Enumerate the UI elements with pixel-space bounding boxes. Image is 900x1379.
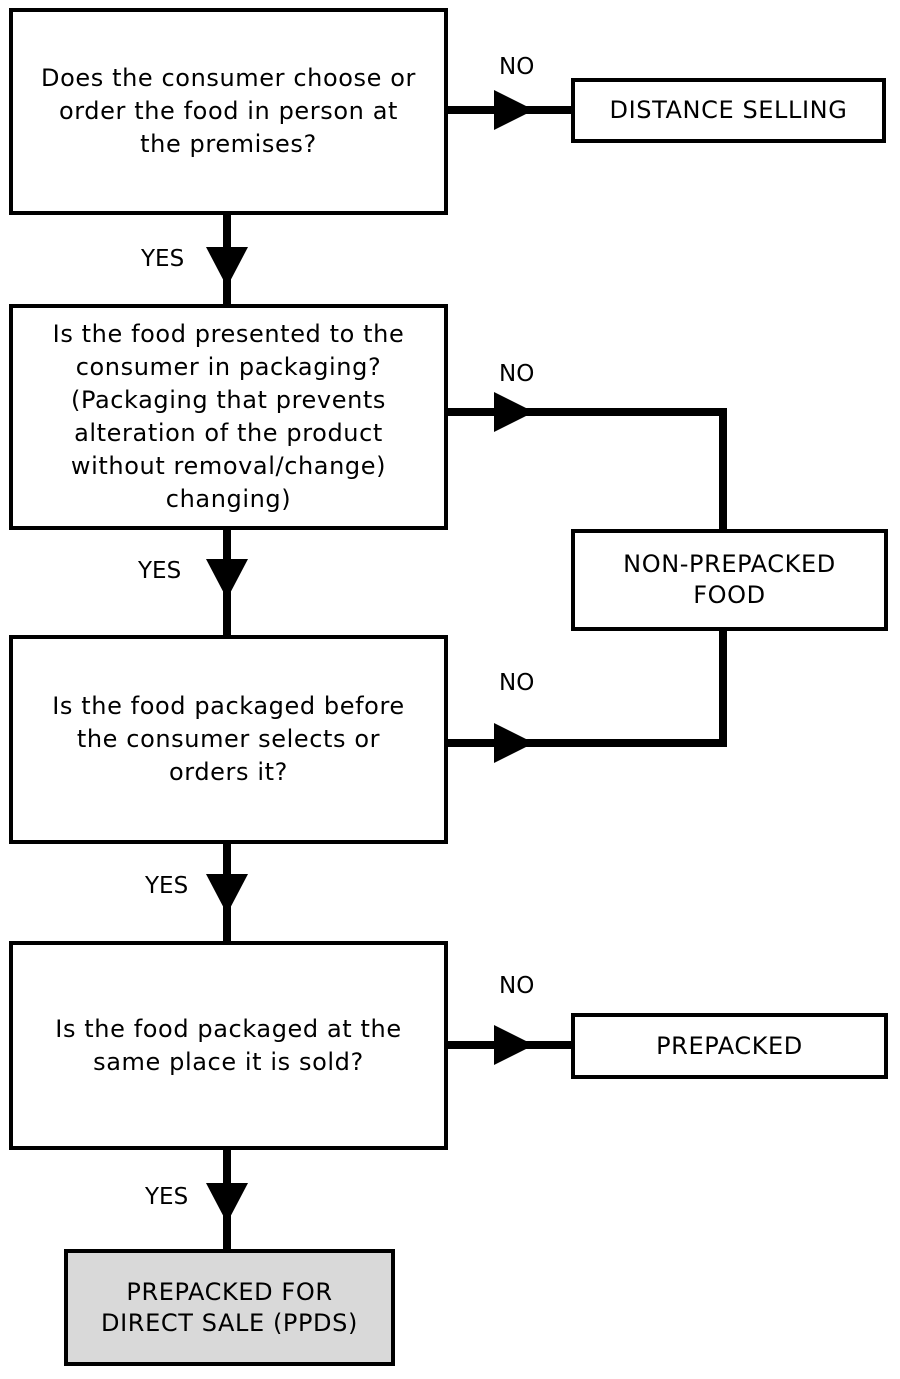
arrowhead-right-icon — [494, 1025, 534, 1065]
arrowhead-down-icon — [206, 559, 248, 599]
no-label: NO — [499, 670, 535, 696]
outcome-distance-selling: DISTANCE SELLING — [571, 78, 886, 143]
question-box-4: Is the food packaged at the same place i… — [9, 941, 448, 1150]
no-label: NO — [499, 361, 535, 387]
arrowhead-right-icon — [494, 90, 534, 130]
yes-label: YES — [138, 558, 182, 584]
no-label: NO — [499, 54, 535, 80]
outcome-ppds: PREPACKED FOR DIRECT SALE (PPDS) — [64, 1249, 395, 1366]
outcome-prepacked: PREPACKED — [571, 1013, 888, 1079]
yes-label: YES — [145, 1184, 189, 1210]
arrowhead-right-icon — [494, 723, 534, 763]
yes-label: YES — [141, 246, 185, 272]
arrowhead-down-icon — [206, 247, 248, 287]
no-label: NO — [499, 973, 535, 999]
question-box-1: Does the consumer choose or order the fo… — [9, 8, 448, 215]
connector-q2-nonprepacked — [446, 408, 727, 531]
yes-label: YES — [145, 873, 189, 899]
arrowhead-down-icon — [206, 1183, 248, 1223]
question-box-3: Is the food packaged before the consumer… — [9, 635, 448, 844]
outcome-non-prepacked-food: NON-PREPACKED FOOD — [571, 529, 888, 631]
question-box-2: Is the food presented to the consumer in… — [9, 304, 448, 530]
connector-q3-nonprepacked — [446, 629, 727, 747]
arrowhead-down-icon — [206, 874, 248, 914]
arrowhead-right-icon — [494, 392, 534, 432]
